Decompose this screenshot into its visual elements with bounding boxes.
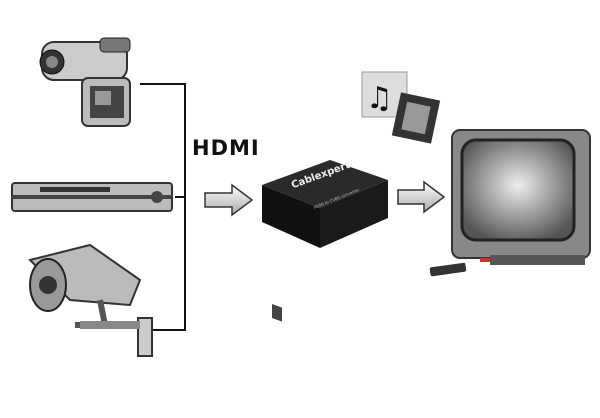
output-arrow-icon	[397, 180, 446, 214]
remote-control-icon	[429, 262, 467, 277]
crt-television-icon	[451, 129, 591, 265]
converter-box-icon	[262, 160, 388, 322]
connection-lines	[140, 83, 186, 331]
camcorder-icon	[39, 37, 131, 127]
input-arrow-icon	[204, 183, 254, 217]
svg-text:♫: ♫	[366, 81, 393, 116]
security-camera-icon	[28, 243, 153, 357]
dvd-player-icon	[11, 182, 173, 212]
hdmi-label: HDMI	[192, 136, 260, 160]
film-strip-icon	[391, 92, 441, 144]
